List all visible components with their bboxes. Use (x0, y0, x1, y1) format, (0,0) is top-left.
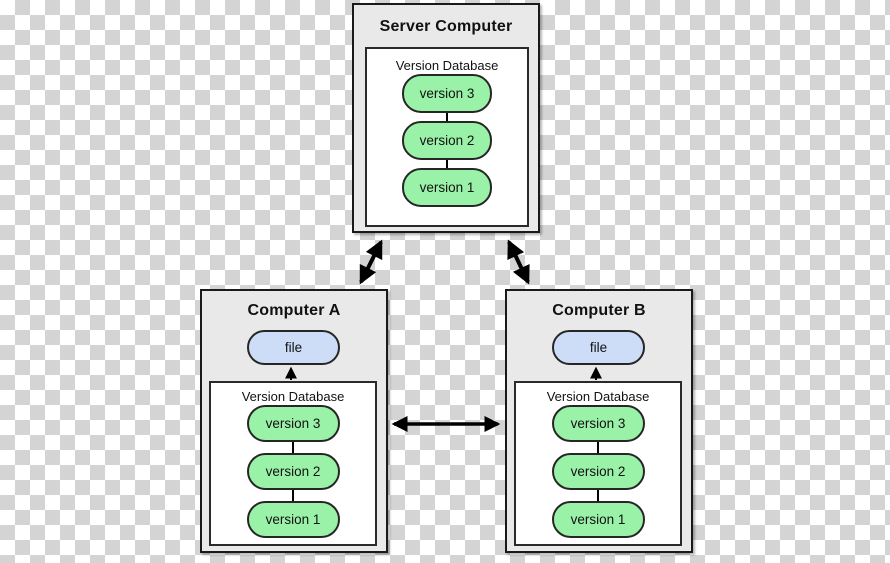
sync-arrow-server-computer-a-icon (359, 239, 383, 285)
server-version-3-node: version 3 (402, 74, 492, 113)
server-version-database-box: Version Database version 3 version 2 ver… (365, 47, 529, 227)
computer-a-version-3-node: version 3 (246, 405, 340, 442)
computer-a-file-node: file (247, 330, 340, 365)
version-connector-line (292, 490, 294, 501)
server-version-1-node: version 1 (402, 168, 492, 207)
computer-a-title: Computer A (247, 302, 341, 319)
computer-b-file-node: file (552, 330, 645, 365)
server-computer-box: Server Computer Version Database version… (352, 3, 540, 233)
computer-b-box: Computer B file Version Database version… (505, 289, 693, 553)
computer-b-version-3-node: version 3 (551, 405, 645, 442)
server-version-database-label: Version Database (395, 58, 499, 73)
computer-b-version-database-label: Version Database (546, 389, 650, 404)
server-computer-title: Server Computer (379, 18, 513, 35)
computer-a-version-database-label: Version Database (241, 389, 345, 404)
computer-b-version-2-node: version 2 (551, 453, 645, 490)
version-connector-line (292, 442, 294, 453)
server-version-2-node: version 2 (402, 121, 492, 160)
version-connector-line (597, 490, 599, 501)
computer-b-title: Computer B (552, 302, 646, 319)
computer-a-version-database-box: Version Database version 3 version 2 ver… (209, 381, 377, 546)
sync-arrow-server-computer-b-icon (507, 239, 530, 285)
version-connector-line (446, 113, 448, 121)
computer-a-version-2-node: version 2 (246, 453, 340, 490)
version-connector-line (446, 160, 448, 168)
computer-b-version-database-box: Version Database version 3 version 2 ver… (514, 381, 682, 546)
computer-a-version-1-node: version 1 (246, 501, 340, 538)
version-connector-line (597, 442, 599, 453)
computer-b-version-1-node: version 1 (551, 501, 645, 538)
computer-a-box: Computer A file Version Database version… (200, 289, 388, 553)
